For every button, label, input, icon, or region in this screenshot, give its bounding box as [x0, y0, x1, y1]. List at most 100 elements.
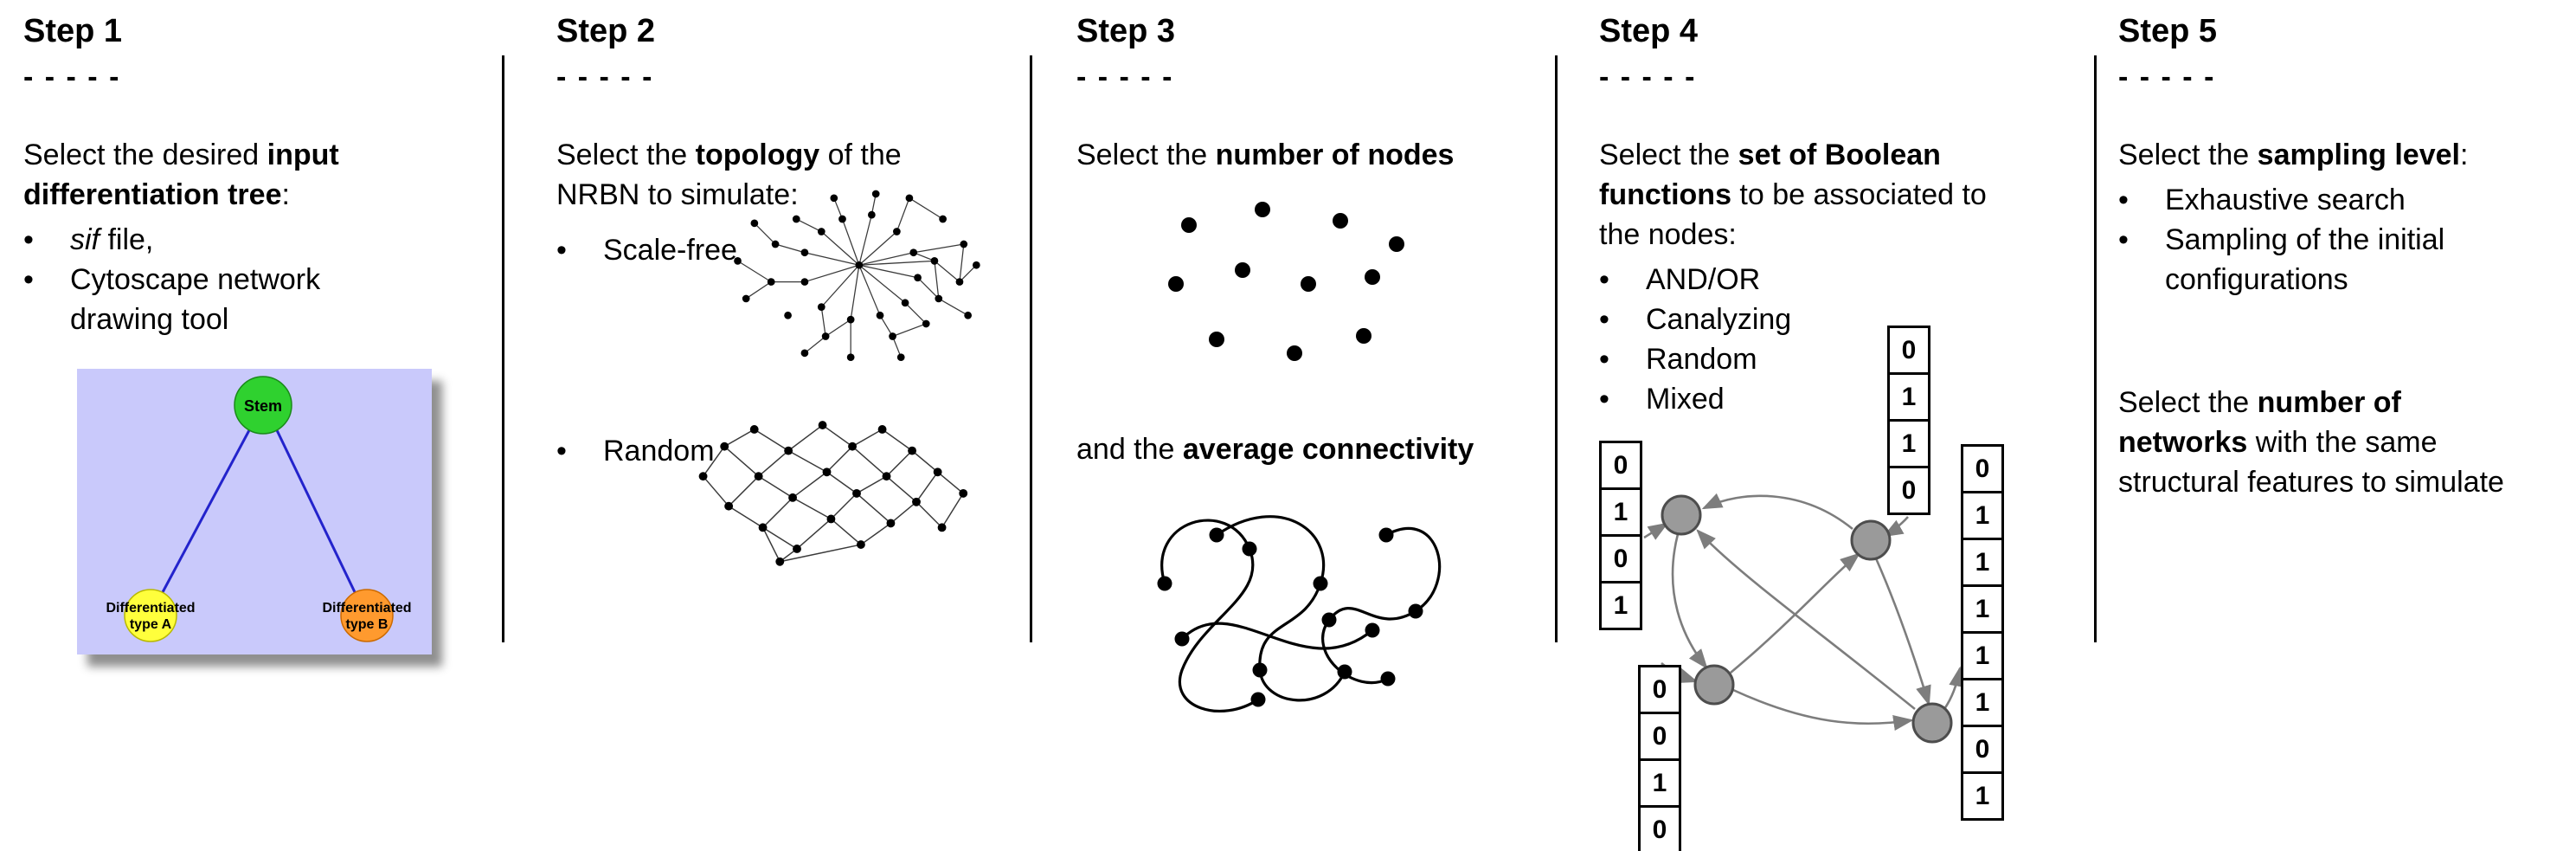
network-node [800, 278, 809, 286]
network-node [734, 257, 742, 265]
network-node [912, 497, 921, 506]
bullet-marker: • [1599, 263, 1609, 296]
network-edge [804, 264, 860, 283]
network-edge [820, 231, 860, 266]
step-3-connectivity-text: and the average connectivity [1076, 433, 1474, 466]
network-edge [830, 518, 862, 545]
truth-table-cell: 1 [1961, 678, 2004, 727]
network-edge [892, 323, 927, 338]
network-node [784, 446, 793, 455]
network-node [933, 467, 942, 477]
step-5-dashed-rule: - - - - - [2118, 61, 2216, 93]
network-edge [796, 518, 832, 550]
network-edge [860, 522, 891, 545]
node-dot [1255, 202, 1270, 217]
truth-table-cell: 0 [1887, 466, 1930, 515]
tangle-node [1174, 631, 1190, 647]
network-edge [758, 450, 789, 477]
network-edge [787, 424, 824, 452]
tangle-node [1337, 664, 1352, 680]
tangle-curve [1321, 526, 1442, 685]
network-node [758, 523, 768, 532]
differentiation-tree-figure: Stem Differentiated type A Differentiate… [77, 369, 432, 654]
network-node [908, 446, 916, 455]
type-b-label-line2: type B [346, 617, 389, 632]
type-a-label-line2: type A [130, 617, 172, 632]
truth-table-cell: 1 [1961, 631, 2004, 680]
network-edge [858, 252, 914, 266]
network-node [901, 299, 909, 307]
bullet-text: Mixed [1646, 383, 1725, 416]
bullet-item: •Random [1599, 339, 2032, 379]
network-node [784, 311, 792, 319]
truth-table-cell: 0 [1961, 444, 2004, 493]
network-node [905, 194, 914, 203]
bullet-item: •sif file, [23, 220, 430, 260]
node-dot [1301, 276, 1316, 292]
network-edge [915, 471, 939, 503]
network-node [877, 425, 887, 434]
boolean-node [1693, 664, 1735, 706]
network-edge [858, 231, 897, 266]
column-divider [2094, 55, 2097, 642]
network-edge [915, 501, 943, 528]
network-edge [762, 497, 793, 528]
network-edge [820, 264, 860, 308]
bullet-marker: • [2118, 223, 2129, 256]
network-node [800, 349, 809, 358]
network-node [830, 194, 838, 203]
network-edge [774, 243, 806, 254]
column-divider [1555, 55, 1558, 642]
network-edge [825, 319, 851, 338]
step-4-column: Step 4 - - - - - Select the set of Boole… [1599, 12, 2032, 851]
step-3-dashed-rule: - - - - - [1076, 61, 1174, 93]
stem-node-label: Stem [244, 397, 282, 415]
network-node [882, 472, 891, 481]
network-node [852, 488, 861, 498]
network-node [893, 228, 901, 235]
network-node [896, 353, 905, 362]
network-edge [858, 215, 872, 266]
network-node [767, 278, 775, 286]
network-node [886, 519, 896, 528]
tangle-node [1365, 622, 1380, 638]
truth-table-cell: 0 [1638, 665, 1681, 714]
network-node [972, 261, 980, 269]
network-node [960, 240, 968, 248]
tangle-node [1378, 527, 1394, 543]
network-node [838, 215, 846, 223]
truth-table-cell: 1 [1961, 771, 2004, 821]
step-4-dashed-rule: - - - - - [1599, 61, 1697, 93]
network-node [848, 442, 857, 451]
step-5-bullet-list: •Exhaustive search•Sampling of the initi… [2118, 180, 2542, 300]
network-edge [737, 260, 772, 283]
tangle-node [1242, 541, 1257, 557]
node-dot [1389, 236, 1404, 252]
network-node [868, 210, 876, 219]
truth-table-cell: 1 [1599, 487, 1642, 537]
column-divider [1030, 55, 1032, 642]
tangle-node [1313, 576, 1328, 591]
truth-table-cell: 1 [1887, 419, 1930, 468]
step-5-column: Step 5 - - - - - Select the sampling lev… [2118, 12, 2542, 502]
boolean-node [1850, 519, 1892, 561]
network-edge [804, 335, 826, 354]
node-dot [1287, 345, 1302, 361]
tangle-node [1408, 603, 1423, 619]
bullet-item: •Mixed [1599, 379, 2032, 419]
network-edge [890, 501, 917, 524]
network-edge [758, 475, 793, 499]
network-edge [795, 218, 822, 233]
network-node [742, 294, 750, 303]
bullet-item: •Canalyzing [1599, 300, 2032, 339]
graph-edge [1696, 529, 1916, 711]
network-edge [879, 314, 894, 337]
bullet-marker: • [1599, 343, 1609, 376]
network-edge [728, 506, 763, 528]
bullet-marker: • [1599, 303, 1609, 336]
network-node [922, 319, 930, 328]
